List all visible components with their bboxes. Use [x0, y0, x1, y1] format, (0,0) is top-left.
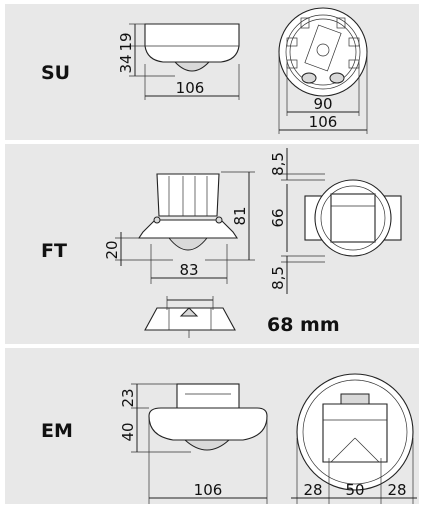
ft-dim-8-5-top: 8,5 [269, 152, 287, 176]
ft-dim-83: 83 [179, 261, 198, 279]
em-dim-106: 106 [194, 481, 223, 499]
em-dim-23: 23 [119, 388, 137, 407]
su-drawing: 19 34 106 90 106 [117, 7, 368, 134]
em-top-terminal [340, 393, 370, 405]
ft-flange [137, 219, 239, 239]
em-drawing: 23 40 106 28 50 28 [119, 373, 417, 504]
su-dim-106-top: 106 [309, 113, 338, 131]
em-side-module [176, 383, 240, 411]
ft-top-insert [330, 193, 376, 243]
panel-label-ft: FT [41, 240, 67, 262]
ft-cutout-plate [144, 307, 236, 331]
su-dim-90: 90 [313, 95, 332, 113]
ft-lens [167, 237, 209, 251]
em-dim-50: 50 [345, 481, 364, 499]
em-side-housing [148, 407, 268, 441]
ft-cutout-label: 68 mm [267, 314, 340, 336]
su-dim-34: 34 [117, 54, 135, 73]
em-top-box [322, 403, 388, 463]
panel-su: SU 19 34 106 [5, 4, 419, 140]
ft-dim-20: 20 [103, 240, 121, 259]
su-dim-106-side: 106 [176, 79, 205, 97]
em-dim-28-right: 28 [387, 481, 406, 499]
panel-em: EM 23 40 106 28 50 28 [5, 348, 419, 504]
em-dim-40: 40 [119, 422, 137, 441]
em-dim-28-left: 28 [303, 481, 322, 499]
su-lens [173, 61, 211, 72]
panel-label-su: SU [41, 62, 71, 84]
ft-side-housing [156, 173, 220, 217]
su-top-plate [304, 24, 342, 72]
su-dim-19: 19 [117, 32, 135, 51]
em-lens [183, 439, 231, 451]
ft-drawing: 20 81 83 66 8,5 8,5 [103, 148, 402, 338]
ft-dim-81: 81 [231, 206, 249, 225]
ft-dim-8-5-bottom: 8,5 [269, 266, 287, 290]
panel-label-em: EM [41, 420, 73, 442]
ft-dim-66: 66 [269, 208, 287, 227]
su-side-housing [144, 23, 240, 63]
panel-ft: FT 68 mm 20 81 83 [5, 144, 419, 344]
su-top-outer [278, 7, 368, 97]
